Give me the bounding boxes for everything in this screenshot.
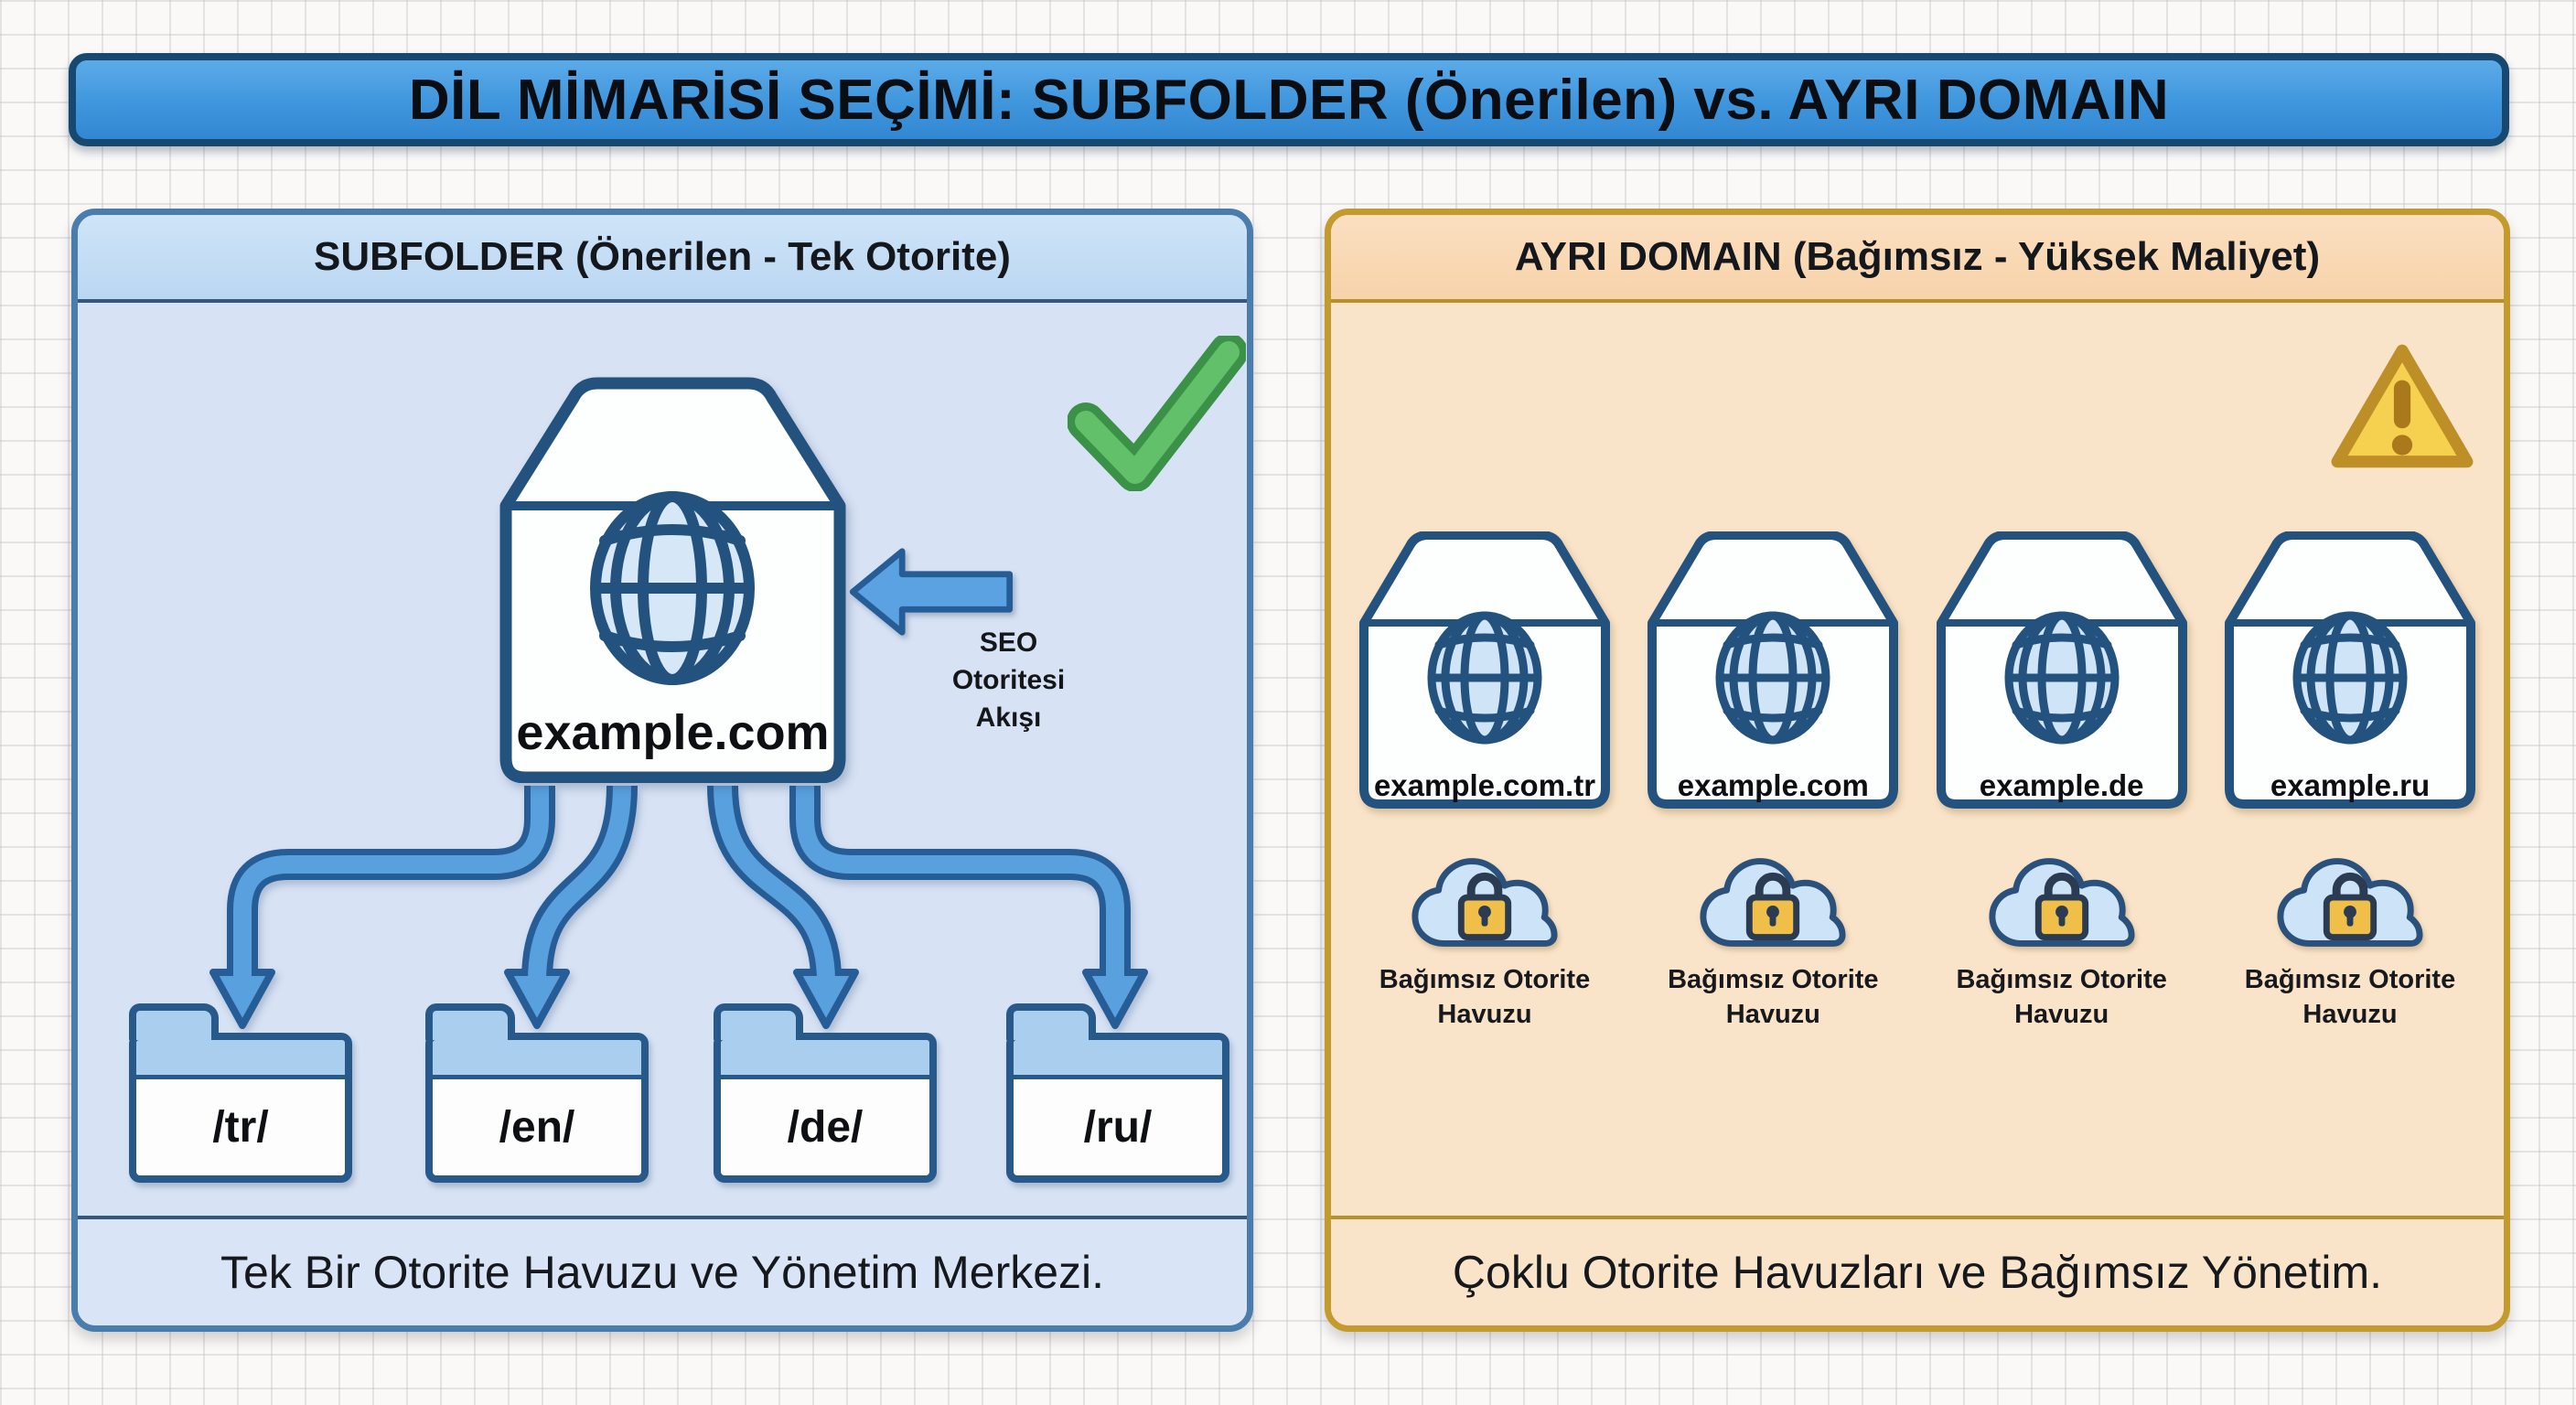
folder-tab-band bbox=[721, 1040, 929, 1079]
domain-column: example.de Bağımsız Otorite Havuzu bbox=[1928, 531, 2195, 1033]
globe-icon bbox=[2004, 611, 2120, 745]
title-bar: DİL MİMARİSİ SEÇİMİ: SUBFOLDER (Önerilen… bbox=[69, 53, 2509, 146]
domain-label: example.com bbox=[1677, 768, 1869, 802]
folder-tab-band bbox=[1014, 1040, 1222, 1079]
domain-box: example.ru bbox=[2220, 531, 2480, 818]
separate-domain-panel-body: example.com.tr Bağımsız Otorite Havuzu bbox=[1331, 303, 2504, 1216]
subfolder-panel-body: example.com SEO Otoritesi Akışı bbox=[78, 303, 1247, 1216]
domain-label: example.ru bbox=[2270, 768, 2431, 802]
cloud-lock-icon bbox=[2277, 858, 2423, 947]
globe-icon bbox=[590, 491, 755, 685]
folder-ru: /ru/ bbox=[1006, 1003, 1229, 1183]
authority-pool-label: Bağımsız Otorite Havuzu bbox=[1956, 965, 2167, 1030]
domain-box: example.com.tr bbox=[1355, 531, 1615, 818]
domain-column: example.com Bağımsız Otorite Havuzu bbox=[1639, 531, 1906, 1033]
cloud-lock-icon bbox=[1411, 858, 1558, 947]
subfolder-panel: SUBFOLDER (Önerilen - Tek Otorite) bbox=[71, 209, 1253, 1332]
globe-icon bbox=[2292, 611, 2408, 745]
authority-pool-label: Bağımsız Otorite Havuzu bbox=[1379, 965, 1591, 1030]
cloud-lock-icon bbox=[1700, 858, 1846, 947]
cloud-lock-icon bbox=[1989, 858, 2135, 947]
page-title: DİL MİMARİSİ SEÇİMİ: SUBFOLDER (Önerilen… bbox=[408, 68, 2170, 132]
domain-label: example.com.tr bbox=[1373, 768, 1596, 802]
separate-domain-caption: Çoklu Otorite Havuzları ve Bağımsız Yöne… bbox=[1331, 1216, 2504, 1325]
root-domain-box: example.com bbox=[493, 376, 853, 783]
authority-pool-label: Bağımsız Otorite Havuzu bbox=[2244, 965, 2456, 1030]
package-box-icon bbox=[499, 377, 846, 783]
folder-en: /en/ bbox=[425, 1003, 649, 1183]
separate-domain-panel: AYRI DOMAIN (Bağımsız - Yüksek Maliyet) bbox=[1325, 209, 2510, 1332]
subfolder-caption: Tek Bir Otorite Havuzu ve Yönetim Merkez… bbox=[78, 1216, 1247, 1325]
globe-icon bbox=[1427, 611, 1542, 745]
check-icon bbox=[1067, 333, 1247, 492]
subfolder-panel-header: SUBFOLDER (Önerilen - Tek Otorite) bbox=[78, 215, 1247, 303]
domain-label: example.de bbox=[1979, 768, 2144, 802]
domain-box: example.de bbox=[1932, 531, 2192, 818]
domain-box: example.com bbox=[1643, 531, 1903, 818]
domain-column: example.com.tr Bağımsız Otorite Havuzu bbox=[1351, 531, 1618, 1033]
seo-flow-label: SEO Otoritesi Akışı bbox=[951, 627, 1066, 733]
package-box-icon bbox=[2224, 531, 2475, 809]
package-box-icon bbox=[1936, 531, 2187, 809]
separate-domain-panel-header: AYRI DOMAIN (Bağımsız - Yüksek Maliyet) bbox=[1331, 215, 2504, 303]
root-domain-label: example.com bbox=[516, 705, 830, 760]
folder-de: /de/ bbox=[714, 1003, 937, 1183]
authority-pool-label: Bağımsız Otorite Havuzu bbox=[1668, 965, 1879, 1030]
warning-icon bbox=[2328, 339, 2476, 478]
globe-icon bbox=[1715, 611, 1830, 745]
folder-tr: /tr/ bbox=[129, 1003, 352, 1183]
folder-tab-band bbox=[433, 1040, 641, 1079]
package-box-icon bbox=[1359, 531, 1610, 809]
authority-flow-arrows-icon bbox=[209, 785, 1148, 1029]
package-box-icon bbox=[1648, 531, 1899, 809]
domain-column: example.ru Bağımsız Otorite Havuzu bbox=[2216, 531, 2484, 1033]
seo-flow-arrow-icon bbox=[849, 548, 1014, 636]
domain-columns: example.com.tr Bağımsız Otorite Havuzu bbox=[1331, 531, 2504, 1033]
folder-tab-band bbox=[136, 1040, 345, 1079]
